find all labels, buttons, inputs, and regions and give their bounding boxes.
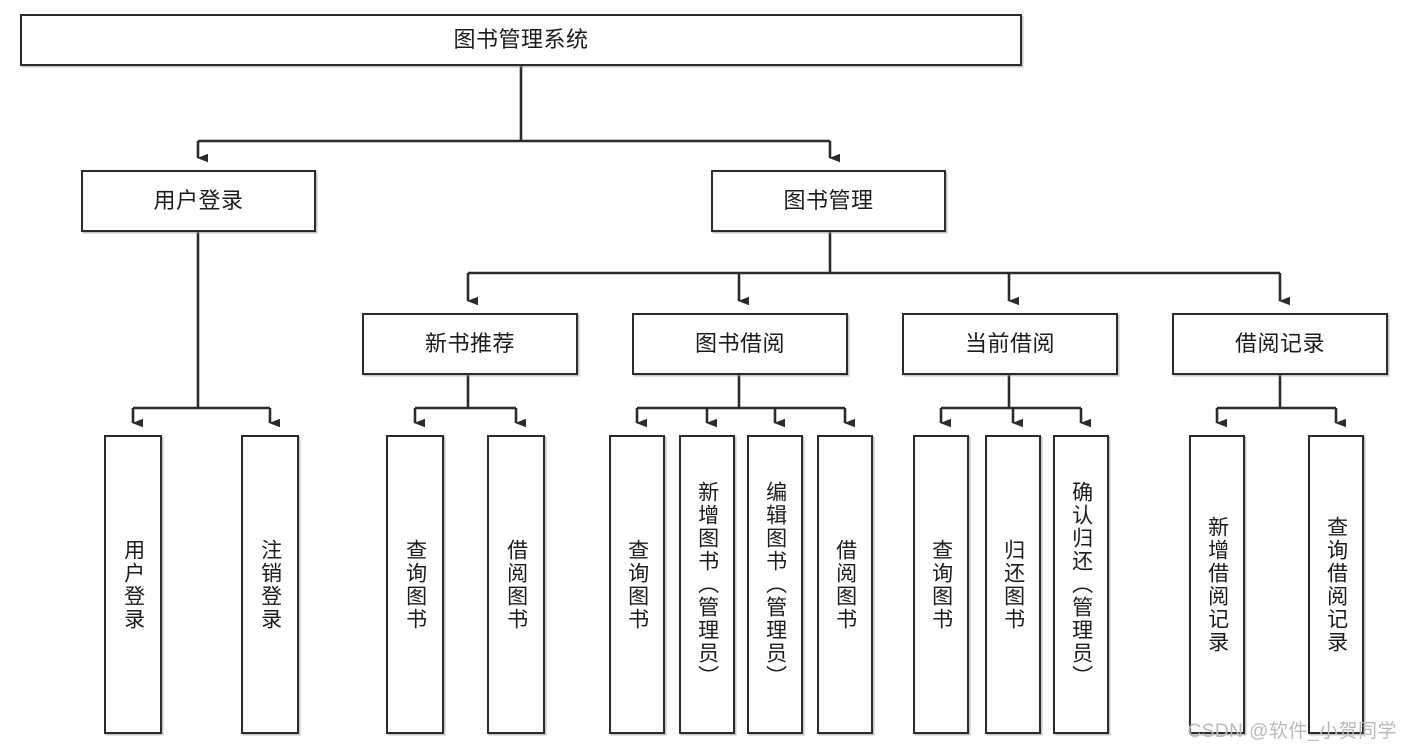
node-leaf-query-record[interactable]: 查询借阅记录	[1308, 435, 1364, 734]
node-book-manage-label: 图书管理	[783, 188, 874, 214]
node-borrow-record[interactable]: 借阅记录	[1172, 313, 1388, 375]
node-leaf-add-record[interactable]: 新增借阅记录	[1189, 435, 1245, 734]
node-root[interactable]: 图书管理系统	[20, 14, 1022, 66]
node-leaf-label: 借阅图书	[504, 538, 528, 631]
node-leaf-user-login[interactable]: 用户登录	[104, 435, 162, 734]
node-leaf-confirm-return[interactable]: 确认归还（管理员）	[1053, 435, 1109, 734]
node-new-book-rec-label: 新书推荐	[424, 331, 515, 357]
node-leaf-label: 编辑图书（管理员）	[763, 481, 787, 688]
node-leaf-label: 查询图书	[929, 538, 953, 631]
node-new-book-rec[interactable]: 新书推荐	[362, 313, 578, 375]
node-leaf-label: 查询图书	[403, 538, 427, 631]
watermark-text: CSDN @软件_小贺同学	[1187, 721, 1397, 742]
node-leaf-borrow-book-2[interactable]: 借阅图书	[817, 435, 873, 734]
node-leaf-label: 注销登录	[258, 538, 282, 631]
node-current-borrow-label: 当前借阅	[964, 331, 1055, 357]
node-user-login-label: 用户登录	[153, 188, 244, 214]
node-leaf-edit-book[interactable]: 编辑图书（管理员）	[747, 435, 803, 734]
node-leaf-query-book-3[interactable]: 查询图书	[913, 435, 969, 734]
node-leaf-label: 归还图书	[1001, 538, 1025, 631]
node-book-manage[interactable]: 图书管理	[711, 170, 946, 232]
node-leaf-label: 借阅图书	[833, 538, 857, 631]
node-leaf-add-book[interactable]: 新增图书（管理员）	[679, 435, 735, 734]
node-borrow-record-label: 借阅记录	[1234, 331, 1325, 357]
node-leaf-query-book-1[interactable]: 查询图书	[386, 435, 444, 734]
node-leaf-logout[interactable]: 注销登录	[241, 435, 299, 734]
node-leaf-label: 用户登录	[121, 538, 145, 631]
node-book-borrow[interactable]: 图书借阅	[632, 313, 848, 375]
node-leaf-label: 新增图书（管理员）	[695, 481, 719, 688]
node-book-borrow-label: 图书借阅	[694, 331, 785, 357]
node-leaf-return-book[interactable]: 归还图书	[985, 435, 1041, 734]
node-leaf-borrow-book-1[interactable]: 借阅图书	[487, 435, 545, 734]
node-root-label: 图书管理系统	[453, 27, 589, 53]
node-leaf-label: 确认归还（管理员）	[1069, 481, 1093, 688]
node-leaf-label: 新增借阅记录	[1205, 515, 1229, 654]
node-user-login[interactable]: 用户登录	[81, 170, 316, 232]
node-leaf-query-book-2[interactable]: 查询图书	[609, 435, 665, 734]
node-leaf-label: 查询图书	[625, 538, 649, 631]
node-current-borrow[interactable]: 当前借阅	[902, 313, 1118, 375]
node-leaf-label: 查询借阅记录	[1324, 515, 1348, 654]
